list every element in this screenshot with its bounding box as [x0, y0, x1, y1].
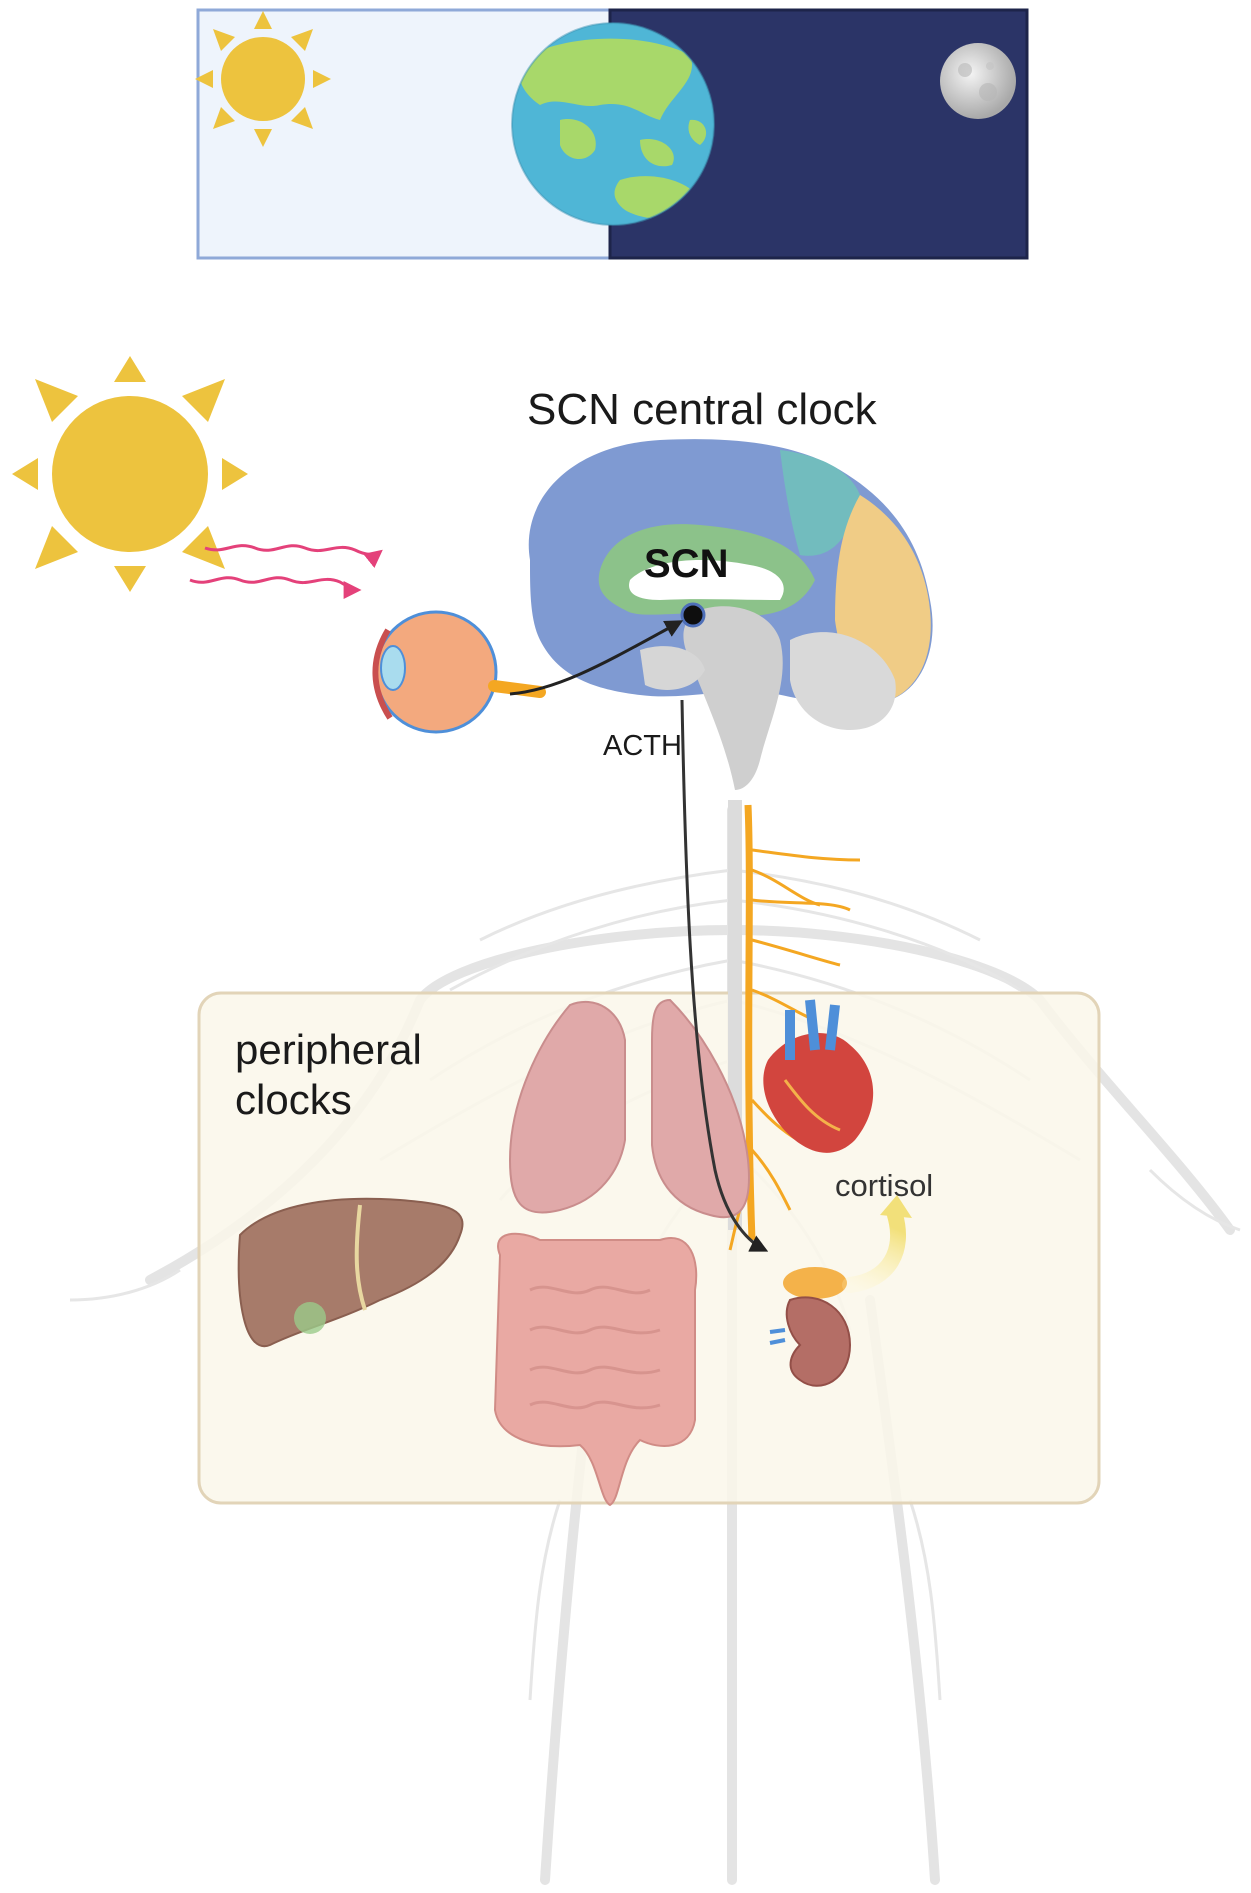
- intestines-icon: [493, 1232, 698, 1507]
- cortisol-arrow: [842, 1207, 906, 1293]
- sun-icon: [12, 356, 248, 592]
- peripheral-label-line-1: peripheral: [235, 1026, 422, 1073]
- peripheral-label-line-2: clocks: [235, 1076, 352, 1123]
- eye-icon: [372, 610, 546, 734]
- earth-icon: [511, 22, 715, 226]
- brain-icon: [528, 439, 933, 790]
- moon-icon: [940, 43, 1016, 119]
- heart-icon: [763, 999, 874, 1153]
- lungs-icon: [508, 998, 750, 1219]
- light-rays: [189, 544, 383, 599]
- scn-label: SCN: [644, 542, 729, 586]
- retina-to-scn-arrow: [509, 620, 684, 696]
- acth-arrow: [680, 699, 769, 1252]
- cortisol-arrowhead: [880, 1195, 912, 1218]
- peripheral-clocks-label: peripheral clocks: [235, 1025, 422, 1125]
- central-clock-title: SCN central clock: [527, 385, 877, 434]
- acth-label: ACTH: [603, 730, 682, 762]
- liver-icon: [237, 1197, 464, 1348]
- scn-dot: [680, 602, 706, 628]
- cortisol-label: cortisol: [835, 1168, 934, 1203]
- sun-icon: [195, 11, 331, 147]
- day-night-panel: [195, 8, 1029, 260]
- kidney-adrenal-icon: [769, 1267, 852, 1387]
